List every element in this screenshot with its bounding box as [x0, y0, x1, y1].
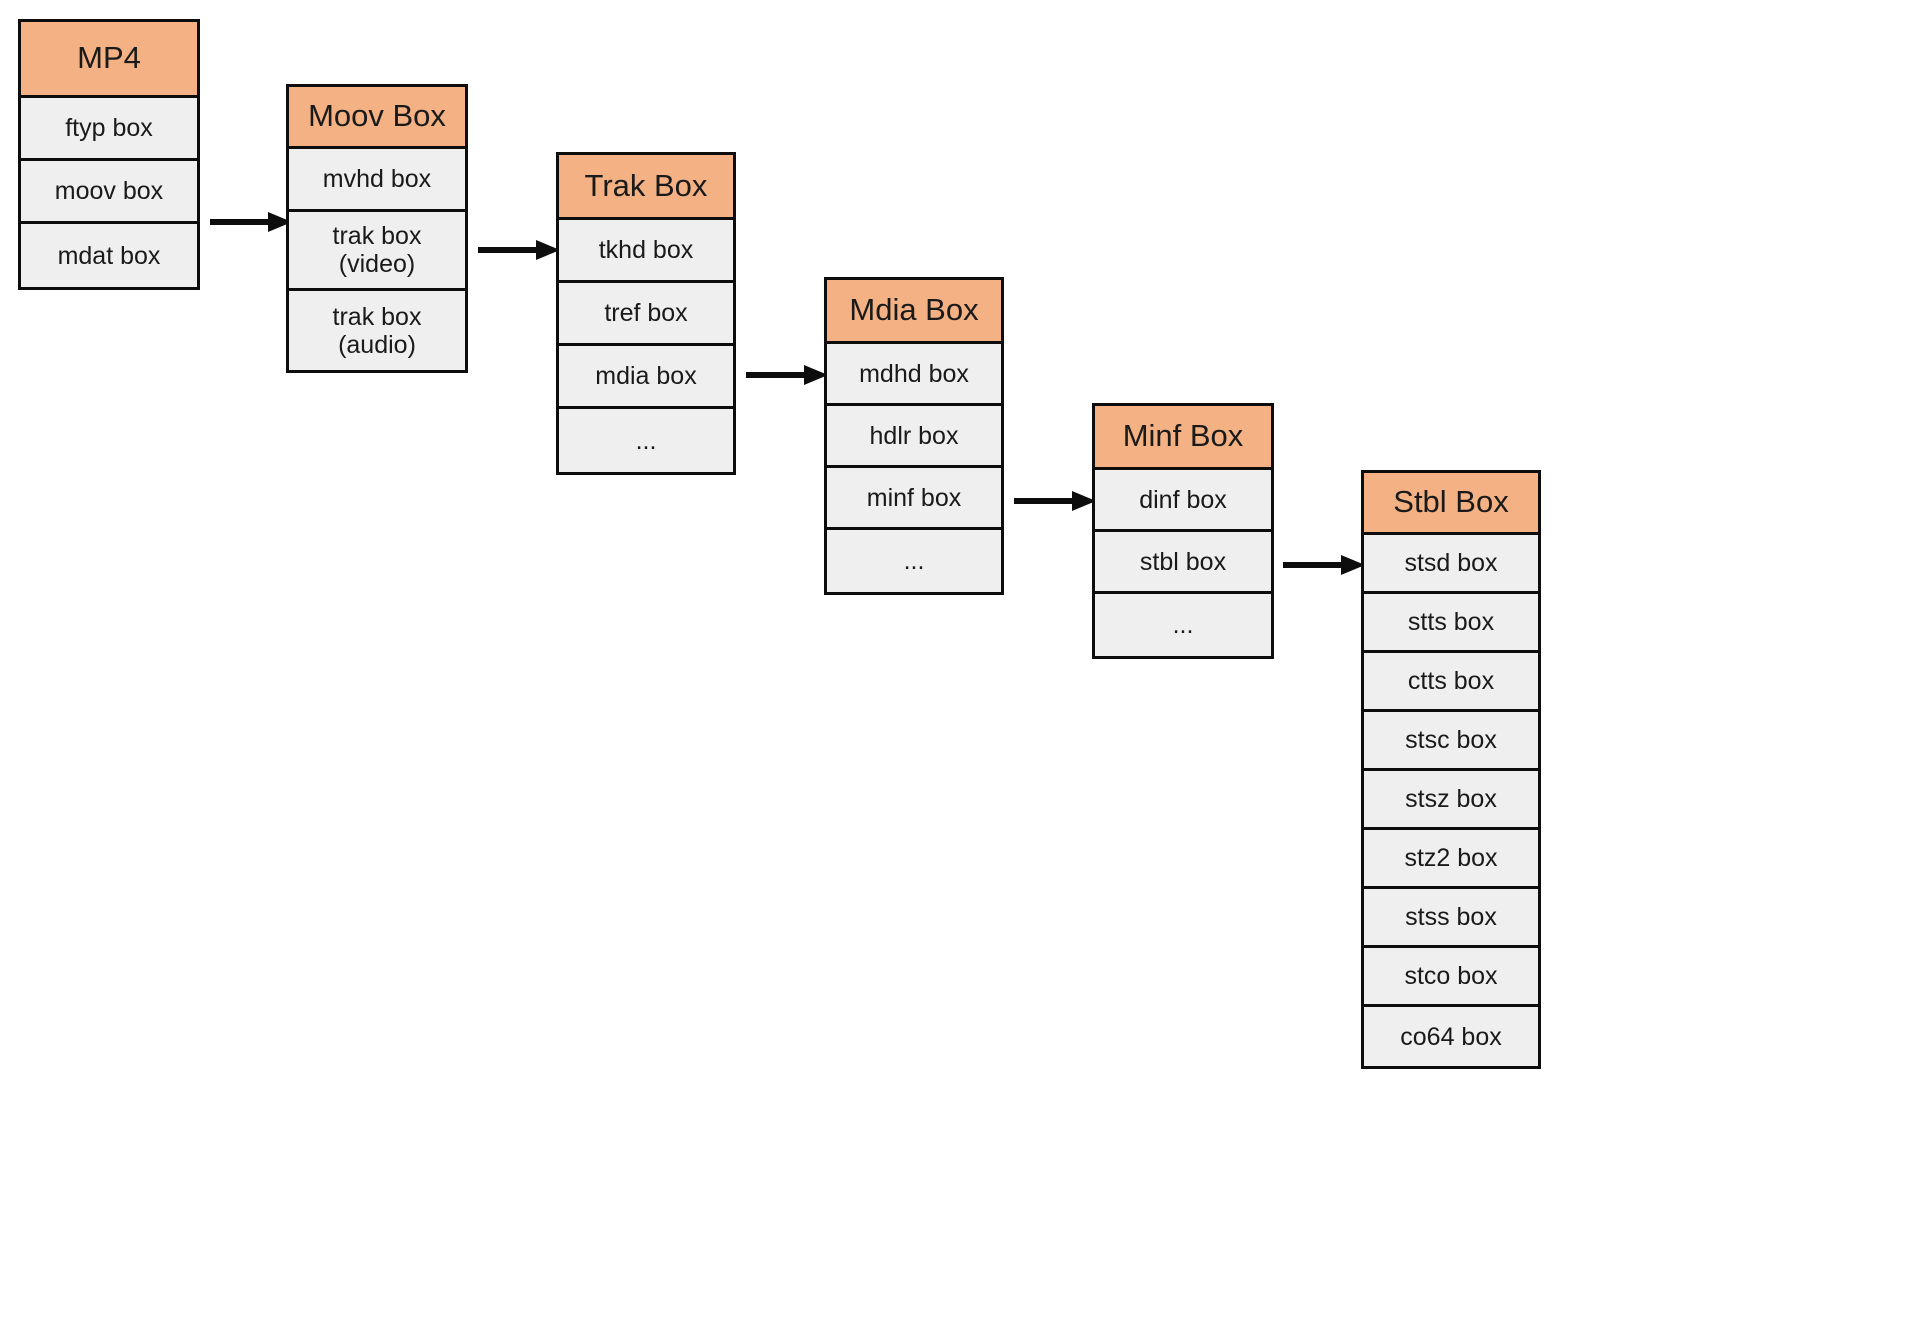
stack-mdia-row-ellipsis: ... — [827, 530, 1001, 592]
stack-trak: Trak Box tkhd box tref box mdia box ... — [556, 152, 736, 475]
stack-mdia-row-minf: minf box — [827, 468, 1001, 530]
stack-mp4: MP4 ftyp box moov box mdat box — [18, 19, 200, 290]
arrow-mdia-to-minf — [1014, 489, 1096, 513]
stack-mp4-header: MP4 — [21, 22, 197, 98]
stack-stbl: Stbl Box stsd box stts box ctts box stsc… — [1361, 470, 1541, 1069]
stack-trak-row-tref: tref box — [559, 283, 733, 346]
stack-minf-row-stbl: stbl box — [1095, 532, 1271, 594]
stack-stbl-row-ctts: ctts box — [1364, 653, 1538, 712]
stack-moov-row-mvhd: mvhd box — [289, 149, 465, 212]
arrow-trak-to-mdia — [746, 363, 828, 387]
stack-minf-row-ellipsis: ... — [1095, 594, 1271, 656]
stack-minf-header: Minf Box — [1095, 406, 1271, 470]
stack-stbl-row-stz2: stz2 box — [1364, 830, 1538, 889]
arrow-minf-to-stbl — [1283, 553, 1365, 577]
arrow-mp4-to-moov — [210, 210, 292, 234]
stack-moov-header: Moov Box — [289, 87, 465, 149]
stack-mp4-row-mdat: mdat box — [21, 224, 197, 287]
stack-trak-row-tkhd: tkhd box — [559, 220, 733, 283]
stack-stbl-row-stts: stts box — [1364, 594, 1538, 653]
stack-trak-header: Trak Box — [559, 155, 733, 220]
stack-mdia-row-hdlr: hdlr box — [827, 406, 1001, 468]
stack-mdia: Mdia Box mdhd box hdlr box minf box ... — [824, 277, 1004, 595]
stack-minf: Minf Box dinf box stbl box ... — [1092, 403, 1274, 659]
stack-stbl-row-stss: stss box — [1364, 889, 1538, 948]
stack-moov-row-trak-video: trak box (video) — [289, 212, 465, 291]
stack-stbl-row-co64: co64 box — [1364, 1007, 1538, 1066]
stack-minf-row-dinf: dinf box — [1095, 470, 1271, 532]
stack-trak-row-ellipsis: ... — [559, 409, 733, 472]
stack-mp4-row-moov: moov box — [21, 161, 197, 224]
stack-stbl-row-stsd: stsd box — [1364, 535, 1538, 594]
stack-moov: Moov Box mvhd box trak box (video) trak … — [286, 84, 468, 373]
arrow-moov-to-trak — [478, 238, 560, 262]
stack-trak-row-mdia: mdia box — [559, 346, 733, 409]
stack-mdia-header: Mdia Box — [827, 280, 1001, 344]
stack-moov-row-trak-audio: trak box (audio) — [289, 291, 465, 370]
stack-stbl-header: Stbl Box — [1364, 473, 1538, 535]
stack-mp4-row-ftyp: ftyp box — [21, 98, 197, 161]
stack-stbl-row-stsz: stsz box — [1364, 771, 1538, 830]
stack-stbl-row-stsc: stsc box — [1364, 712, 1538, 771]
stack-mdia-row-mdhd: mdhd box — [827, 344, 1001, 406]
stack-stbl-row-stco: stco box — [1364, 948, 1538, 1007]
